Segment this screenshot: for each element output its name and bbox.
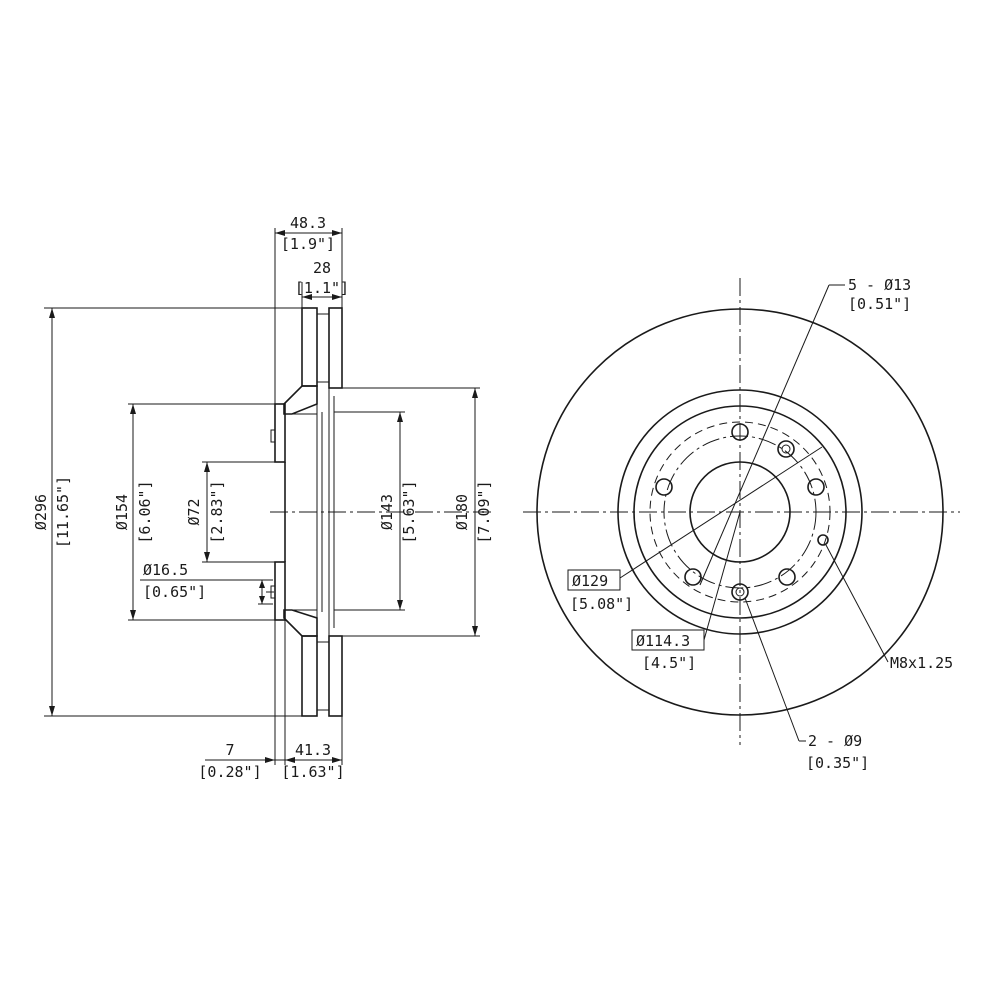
overall-height-mm: 48.3 <box>290 214 326 232</box>
dim-hat-diameter: Ø154 [6.06"] <box>113 403 275 621</box>
inner-diameter-in: [5.63"] <box>400 480 418 543</box>
lug-holes-mm: 5 - Ø13 <box>848 276 911 294</box>
upper-inner-plate <box>328 307 343 389</box>
hole-diameter-mm: Ø16.5 <box>143 561 188 579</box>
callout-locator-holes: 2 - Ø9 [0.35"] <box>744 597 869 772</box>
bolt-circle-in: [5.08"] <box>570 595 633 613</box>
side-section-view: Ø296 [11.65"] Ø154 [6.06"] Ø72 [2.83"] <box>32 214 495 781</box>
upper-hat-neck <box>283 385 318 415</box>
overall-diameter-in: [11.65"] <box>54 476 72 548</box>
friction-inner-diameter-mm: Ø180 <box>453 494 471 530</box>
rotor-thickness-in: [1.1"] <box>295 279 349 297</box>
lower-outer-plate <box>301 635 318 717</box>
rotor-outer-edge <box>536 308 944 716</box>
locator-hole <box>731 583 749 601</box>
locator-holes-mm: 2 - Ø9 <box>808 732 862 750</box>
rotor-thickness-mm: 28 <box>313 259 331 277</box>
hat-height-in: [1.63"] <box>281 763 344 781</box>
dim-rotor-thickness: 28 [1.1"] <box>295 259 349 308</box>
hole-diameter-in: [0.65"] <box>143 583 206 601</box>
dim-inner-diameter: Ø143 [5.63"] <box>334 411 418 611</box>
dim-center-bore: Ø72 [2.83"] <box>185 461 285 563</box>
overall-diameter-mm: Ø296 <box>32 494 50 530</box>
pitch-circle-mm: Ø114.3 <box>636 632 690 650</box>
lug-hole <box>684 568 702 586</box>
lug-holes-in: [0.51"] <box>848 295 911 313</box>
dim-hat-thickness: 7 [0.28"] <box>198 620 295 781</box>
dim-hat-height: 41.3 [1.63"] <box>281 716 345 781</box>
dim-friction-inner-diameter: Ø180 [7.09"] <box>342 387 493 637</box>
callout-pitch-circle: Ø114.3 [4.5"] <box>631 511 741 672</box>
callout-bolt-circle: Ø129 [5.08"] <box>567 446 823 613</box>
friction-inner-edge <box>617 389 863 635</box>
lug-hole <box>731 423 749 441</box>
friction-inner-diameter-in: [7.09"] <box>475 480 493 543</box>
hat-thickness-mm: 7 <box>225 741 234 759</box>
hat-outer-edge <box>633 405 847 619</box>
dim-overall-height: 48.3 [1.9"] <box>274 214 343 404</box>
inner-diameter-mm: Ø143 <box>378 494 396 530</box>
hat-diameter-mm: Ø154 <box>113 494 131 530</box>
lug-hole <box>655 478 673 496</box>
thread-mm: M8x1.25 <box>890 654 953 672</box>
lower-hat-neck <box>283 609 318 637</box>
hat-height-mm: 41.3 <box>295 741 331 759</box>
dim-overall-diameter: Ø296 [11.65"] <box>32 307 302 717</box>
locator-hole <box>777 440 795 458</box>
upper-outer-plate <box>301 307 318 387</box>
locator-holes-in: [0.35"] <box>806 754 869 772</box>
center-bore-circle <box>689 461 791 563</box>
pitch-circle-in: [4.5"] <box>642 654 696 672</box>
callout-thread: M8x1.25 <box>825 544 953 672</box>
hat-diameter-in: [6.06"] <box>136 480 154 543</box>
threaded-hole <box>817 534 829 546</box>
lug-holes <box>655 423 825 586</box>
hat-thickness-in: [0.28"] <box>198 763 261 781</box>
locator-holes <box>731 440 795 601</box>
lug-hole <box>807 478 825 496</box>
lug-hole <box>778 568 796 586</box>
bolt-circle-mm: Ø129 <box>572 572 608 590</box>
lower-inner-plate <box>328 635 343 717</box>
dim-hole-diameter: Ø16.5 [0.65"] <box>140 561 273 605</box>
pitch-circle <box>649 421 831 603</box>
overall-height-in: [1.9"] <box>281 235 335 253</box>
center-bore-in: [2.83"] <box>208 480 226 543</box>
front-view: 5 - Ø13 [0.51"] Ø129 [5.08"] Ø114.3 [4.5… <box>523 276 960 772</box>
center-bore-mm: Ø72 <box>185 498 203 525</box>
callout-lug-holes: 5 - Ø13 [0.51"] <box>699 276 911 586</box>
